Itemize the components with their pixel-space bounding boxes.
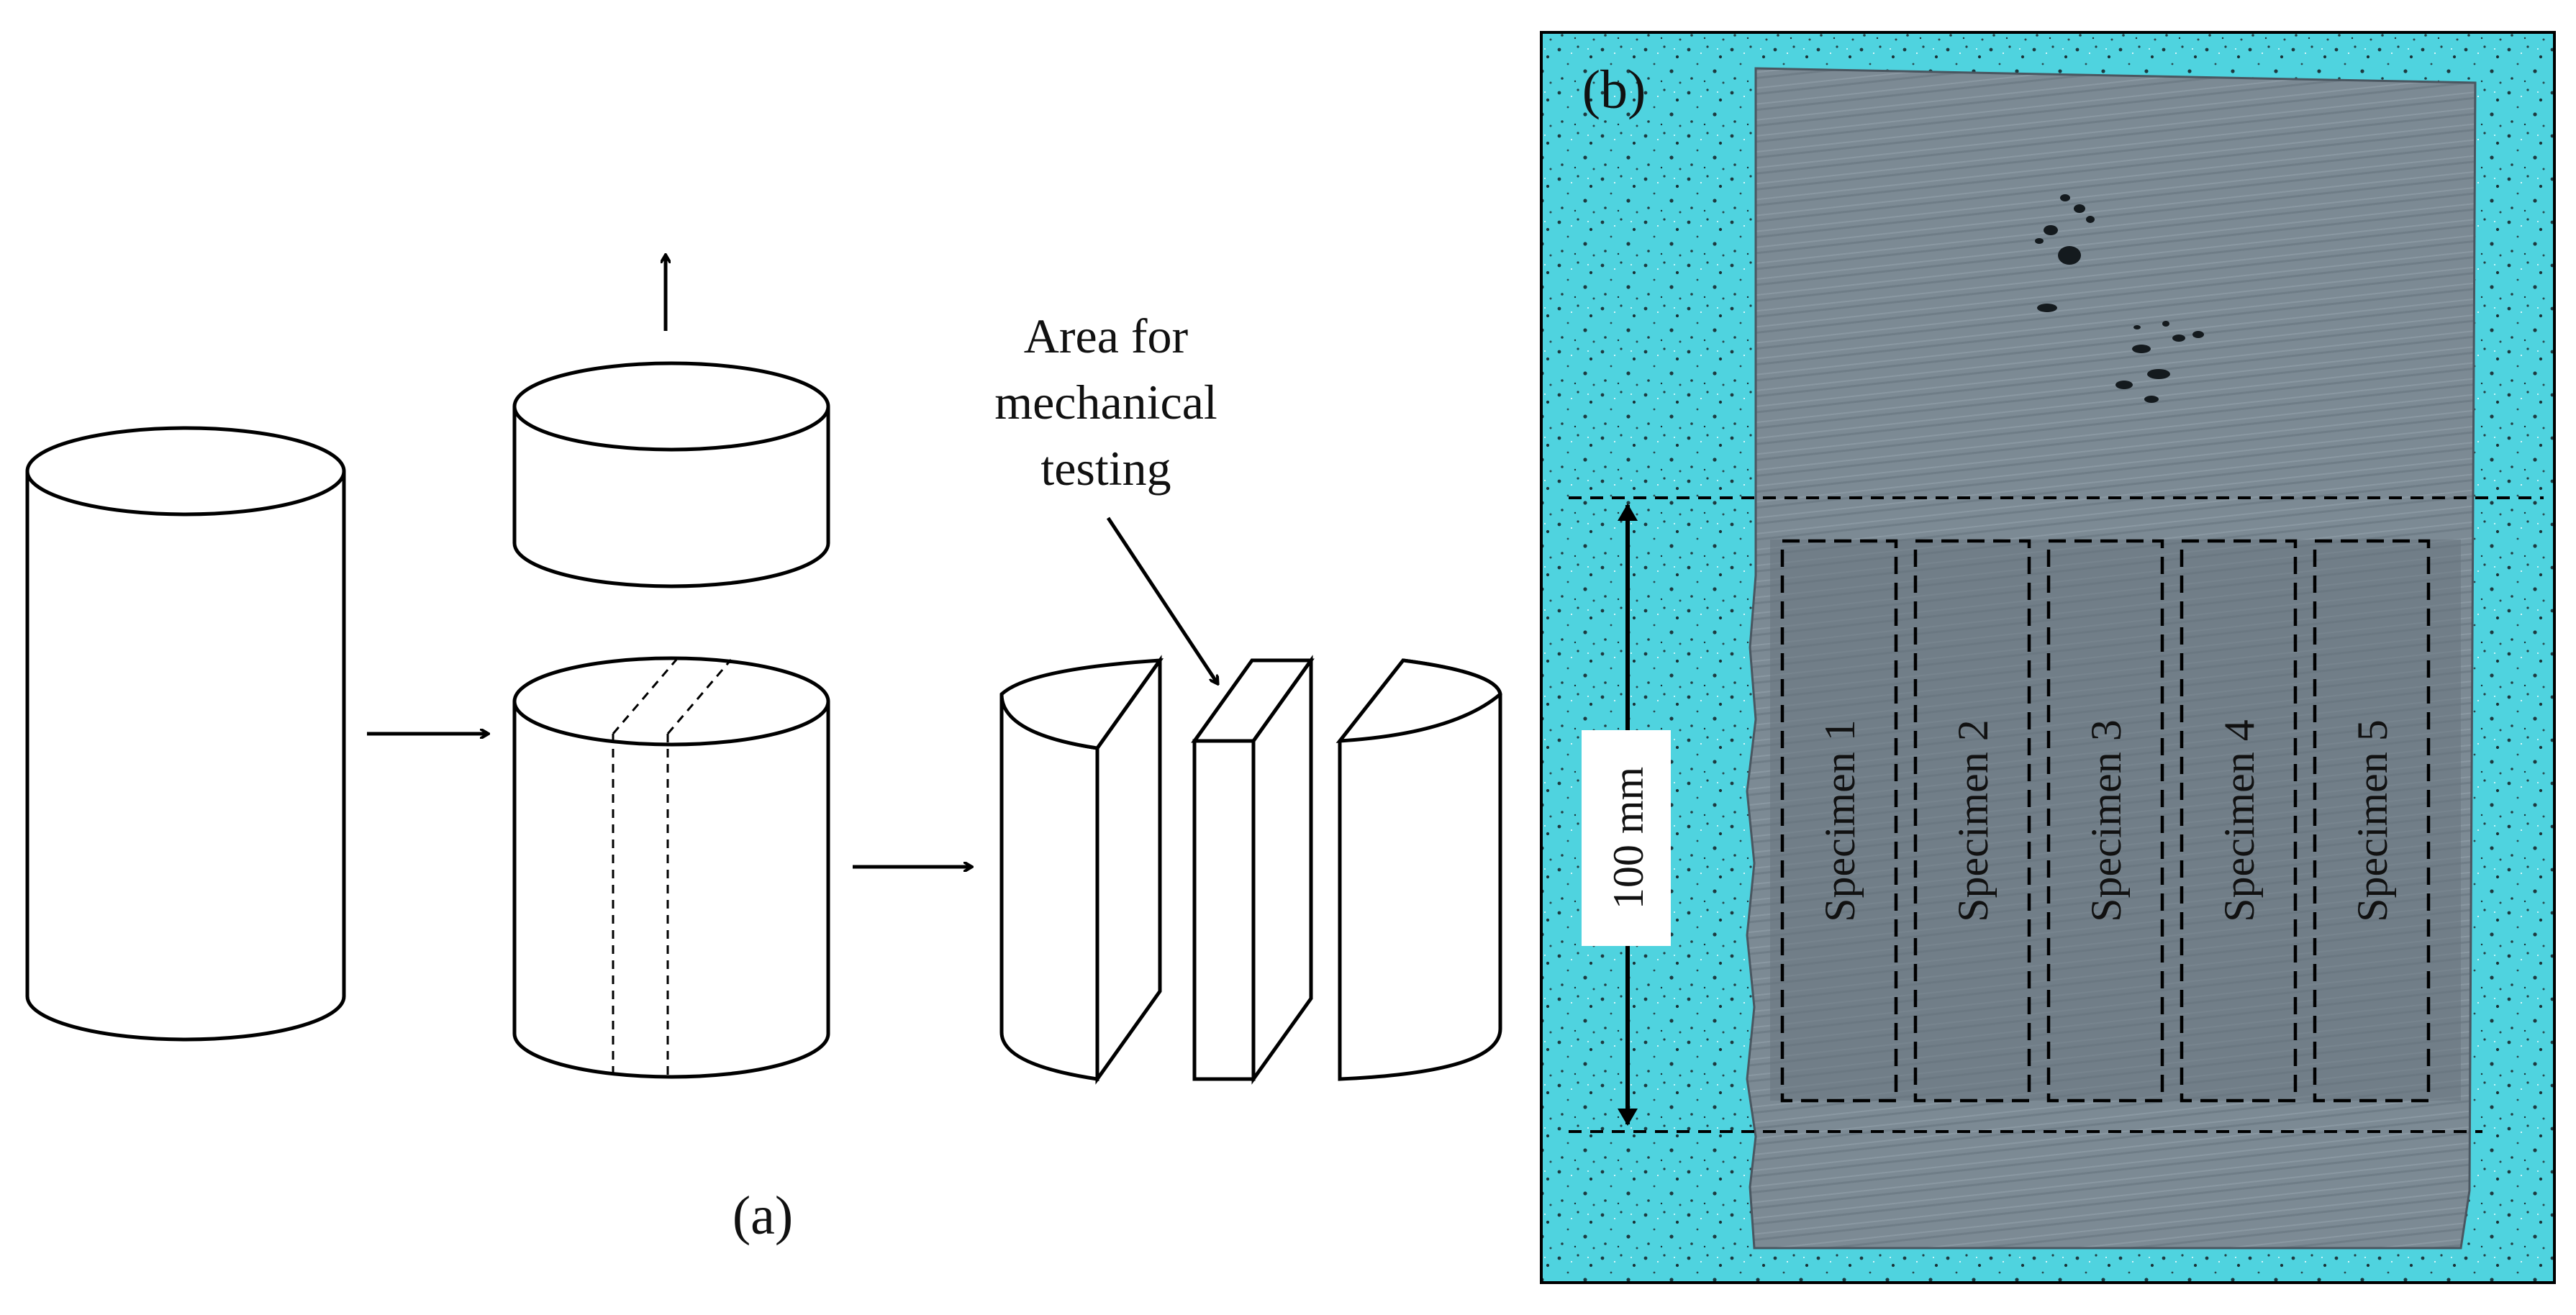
annotation-arrow [1106, 517, 1217, 683]
cut-lines [612, 659, 733, 1077]
porosity-voids [2035, 194, 2204, 403]
specimen-outline-5 [2313, 539, 2431, 1103]
annotation-text: Area for mechanical testing [994, 309, 1217, 496]
top-slice-cylinder [512, 361, 830, 588]
specimen-label-5: Specimen 5 [2349, 719, 2396, 922]
dimension-label: 100 mm [1605, 767, 1652, 909]
left-half-cylinder [999, 655, 1164, 1085]
original-cylinder [25, 426, 346, 1042]
sample-block [1746, 67, 2477, 1250]
specimen-outline-1 [1780, 539, 1898, 1103]
specimen-label-4: Specimen 4 [2216, 719, 2263, 922]
specimen-outline-2 [1913, 539, 2031, 1103]
panel-b-photo: 100 mm Specimen 1 Specimen 2 Specimen 3 … [1540, 31, 2556, 1284]
panel-a-label: (a) [733, 1186, 793, 1246]
specimen-outline-4 [2180, 539, 2298, 1103]
specimen-label-1: Specimen 1 [1816, 719, 1864, 922]
annotation-line-2: mechanical [994, 375, 1217, 429]
specimen-outlines [1780, 539, 2431, 1103]
right-half-cylinder [1335, 658, 1502, 1081]
annotation-line-3: testing [1040, 441, 1171, 496]
section-boundaries [1569, 496, 2544, 1133]
specimen-label-2: Specimen 2 [1949, 719, 1997, 922]
dimension-label-box [1582, 730, 1671, 946]
specimen-outline-3 [2046, 539, 2164, 1103]
specimen-labels: Specimen 1 Specimen 2 Specimen 3 Specime… [1816, 719, 2396, 922]
panel-a-diagram [25, 255, 1502, 1085]
annotation-line-1: Area for [1024, 309, 1189, 363]
specimen-label-3: Specimen 3 [2082, 719, 2130, 922]
panel-b-label: (b) [1582, 60, 1646, 120]
test-slab [1191, 655, 1315, 1085]
sectioned-cylinder [512, 656, 830, 1079]
